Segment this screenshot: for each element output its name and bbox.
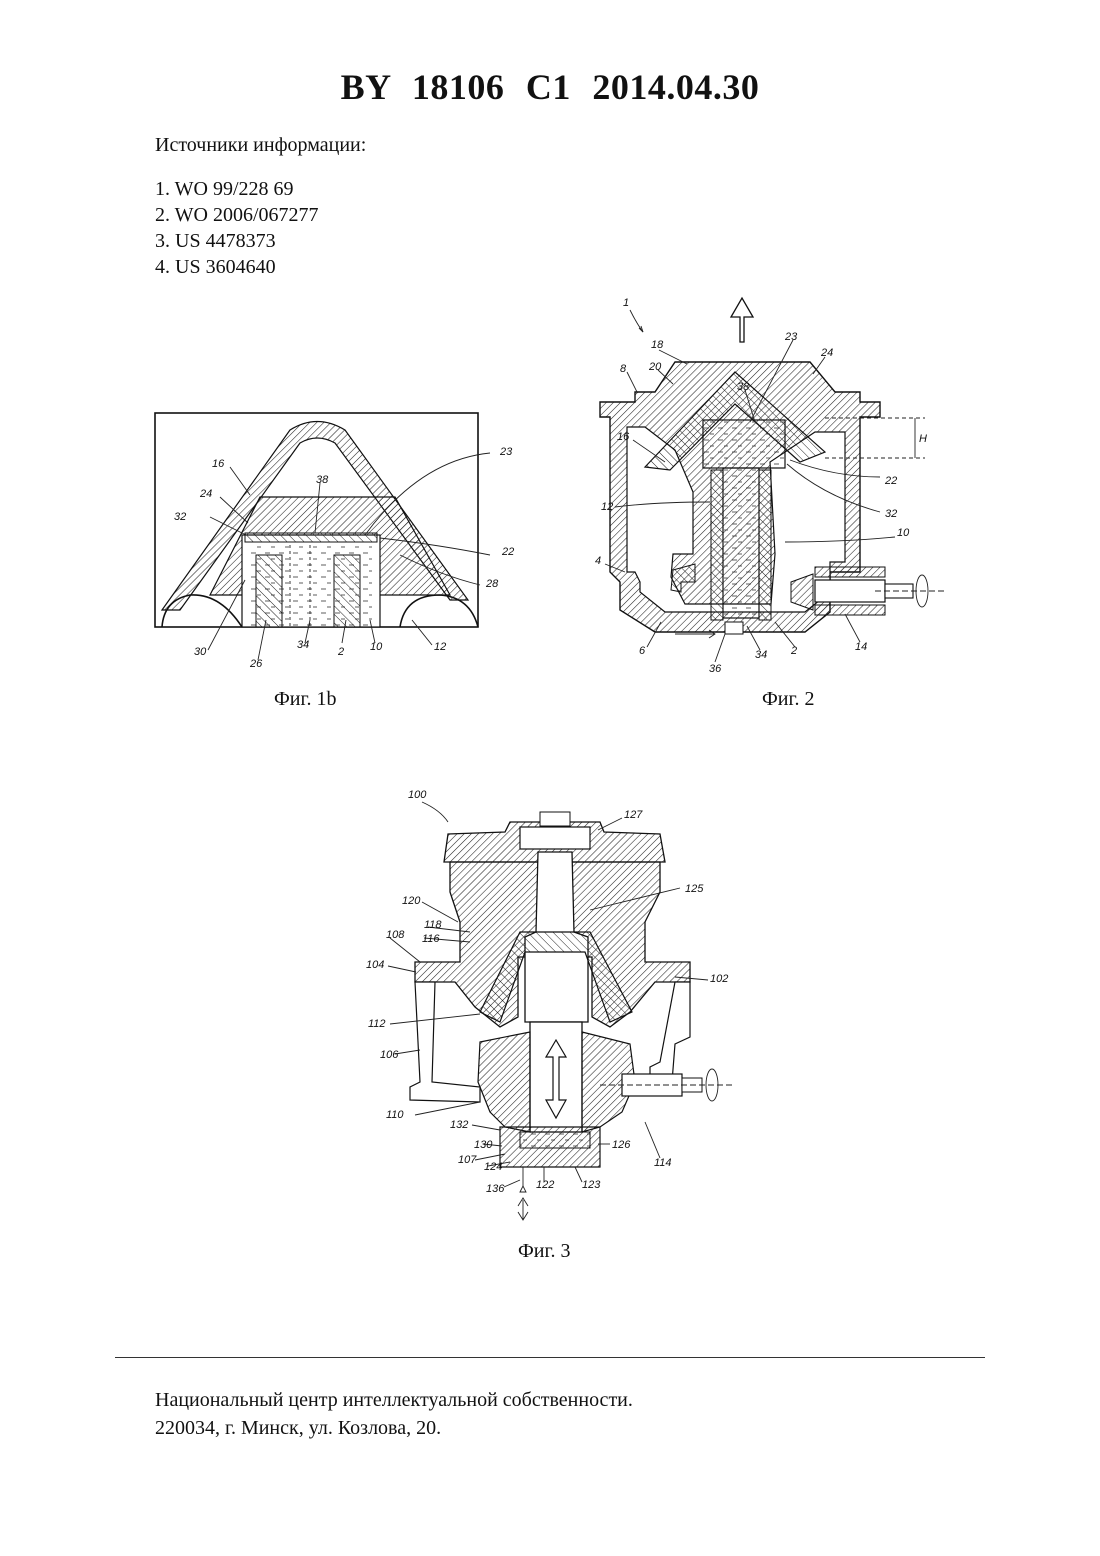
ref-label: 12 xyxy=(601,501,613,513)
ref-label: 34 xyxy=(755,649,767,661)
source-item: 4. US 3604640 xyxy=(155,254,319,280)
ref-label: 38 xyxy=(737,381,750,393)
ref-label: 1 xyxy=(623,297,629,309)
ref-label: 136 xyxy=(486,1183,505,1195)
ref-label: 20 xyxy=(648,361,662,373)
ref-label: 24 xyxy=(820,347,833,359)
ref-label: 2 xyxy=(337,646,344,658)
ref-label: 22 xyxy=(501,546,514,558)
ref-label: 104 xyxy=(366,959,384,971)
ref-label: 23 xyxy=(499,446,513,458)
footer-divider xyxy=(115,1357,985,1358)
footer: Национальный центр интеллектуальной собс… xyxy=(155,1386,633,1442)
ref-label: 32 xyxy=(885,508,897,520)
ref-label: 16 xyxy=(212,458,225,470)
ref-label: 114 xyxy=(654,1157,672,1169)
source-item: 2. WO 2006/067277 xyxy=(155,202,319,228)
ref-label: 34 xyxy=(297,639,309,651)
ref-label: 132 xyxy=(450,1119,468,1131)
ref-label: 32 xyxy=(174,511,186,523)
footer-line: Национальный центр интеллектуальной собс… xyxy=(155,1386,633,1414)
ref-label: 23 xyxy=(784,331,798,343)
ref-label: 130 xyxy=(474,1139,493,1151)
source-item: 3. US 4478373 xyxy=(155,228,319,254)
ref-label: 24 xyxy=(199,488,212,500)
ref-label: 112 xyxy=(368,1018,386,1030)
ref-label: 6 xyxy=(639,645,646,657)
figure-3-caption: Фиг. 3 xyxy=(518,1240,570,1263)
sources-heading: Источники информации: xyxy=(155,134,366,157)
ref-label: 30 xyxy=(194,646,207,658)
ref-label: 36 xyxy=(709,663,722,675)
footer-line: 220034, г. Минск, ул. Козлова, 20. xyxy=(155,1414,633,1442)
ref-label: 100 xyxy=(408,789,427,801)
figure-2-caption: Фиг. 2 xyxy=(762,688,814,711)
ref-label: 28 xyxy=(485,578,499,590)
ref-label: 26 xyxy=(249,658,263,670)
ref-label: 2 xyxy=(790,645,797,657)
figure-2-drawing: 1 18 23 24 8 20 38 H 16 22 32 12 10 4 6 … xyxy=(575,292,955,682)
ref-label: 125 xyxy=(685,883,704,895)
ref-label: 10 xyxy=(897,527,910,539)
ref-label: 8 xyxy=(620,363,627,375)
ref-label: 14 xyxy=(855,641,867,653)
ref-label: 124 xyxy=(484,1161,502,1173)
ref-label: 127 xyxy=(624,809,643,821)
ref-label: 116 xyxy=(422,933,440,945)
sources-list: 1. WO 99/228 69 2. WO 2006/067277 3. US … xyxy=(155,176,319,280)
ref-label: 126 xyxy=(612,1139,631,1151)
ref-label: H xyxy=(919,433,927,445)
figure-1b-drawing: 16 24 32 38 23 22 28 30 26 34 2 10 12 xyxy=(150,405,530,665)
ref-label: 10 xyxy=(370,641,383,653)
ref-label: 22 xyxy=(884,475,897,487)
ref-label: 106 xyxy=(380,1049,399,1061)
ref-label: 38 xyxy=(316,474,329,486)
ref-label: 120 xyxy=(402,895,421,907)
ref-label: 108 xyxy=(386,929,405,941)
figure-1b-caption: Фиг. 1b xyxy=(274,688,336,711)
ref-label: 16 xyxy=(617,431,630,443)
ref-label: 110 xyxy=(386,1109,404,1121)
ref-label: 122 xyxy=(536,1179,554,1191)
ref-label: 118 xyxy=(424,919,442,931)
ref-label: 102 xyxy=(710,973,728,985)
ref-label: 18 xyxy=(651,339,664,351)
source-item: 1. WO 99/228 69 xyxy=(155,176,319,202)
ref-label: 12 xyxy=(434,641,446,653)
document-title: BY 18106 C1 2014.04.30 xyxy=(0,66,1100,108)
figure-3-drawing: 100 127 125 120 118 116 108 104 102 112 … xyxy=(360,782,750,1227)
ref-label: 4 xyxy=(595,555,601,567)
ref-label: 123 xyxy=(582,1179,601,1191)
ref-label: 107 xyxy=(458,1154,477,1166)
